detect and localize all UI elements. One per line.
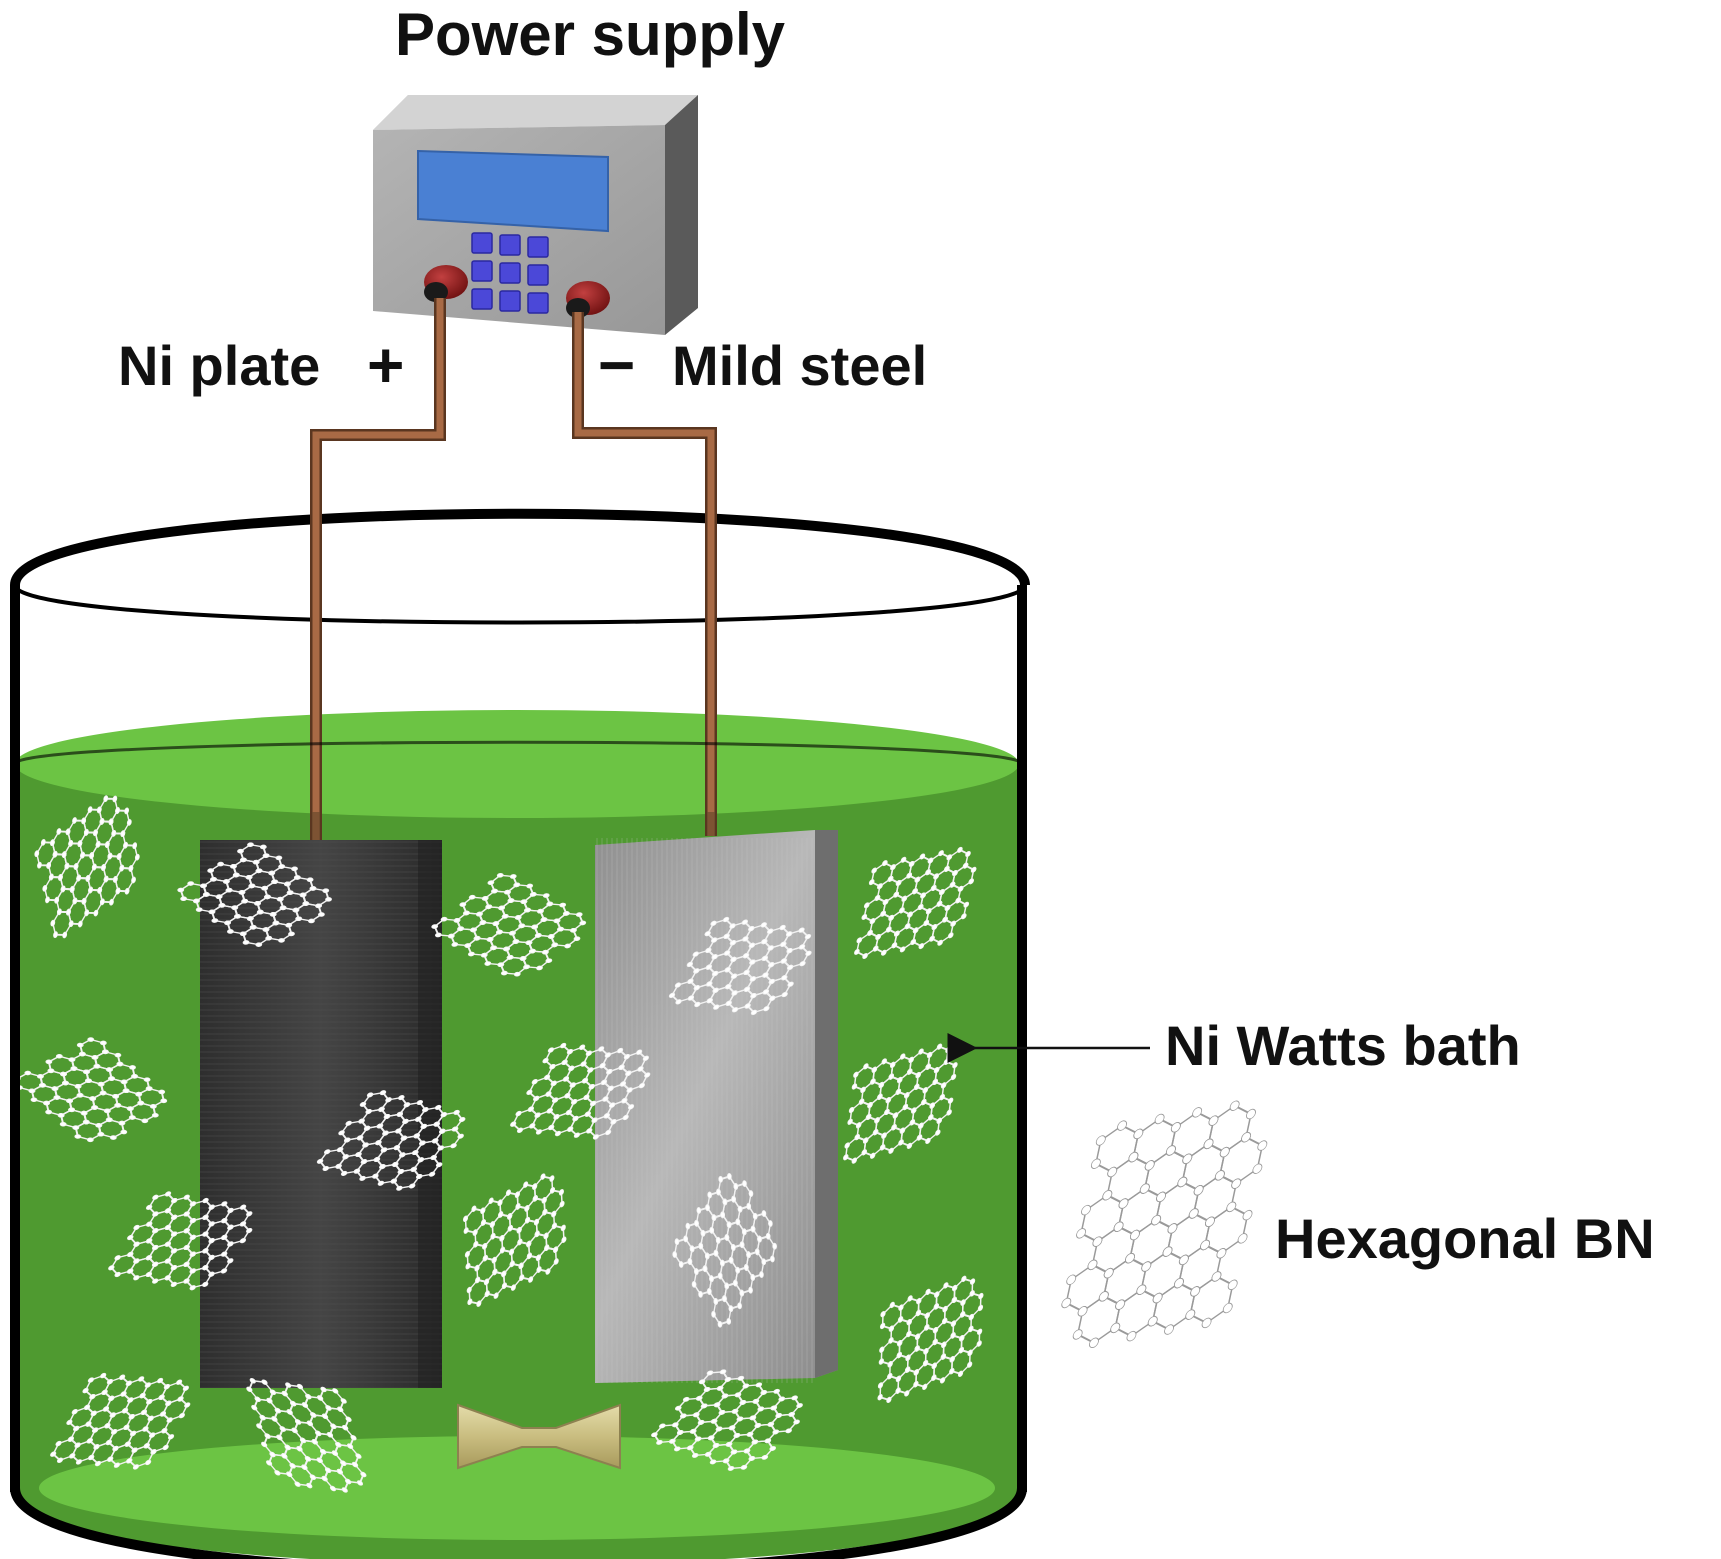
bath-label: Ni Watts bath xyxy=(1165,1014,1521,1077)
hbn-flake xyxy=(672,1173,777,1328)
anode-ni-plate xyxy=(200,840,442,1388)
power-supply-label: Power supply xyxy=(395,1,786,68)
cathode-label: Mild steel xyxy=(672,334,927,397)
hbn-flake xyxy=(843,1043,958,1164)
hbn-flake xyxy=(651,1369,803,1471)
beaker-rim-back xyxy=(10,508,1030,587)
hbn-flake xyxy=(316,1090,466,1191)
hbn-flakes xyxy=(13,795,984,1493)
hbn-flake xyxy=(431,872,587,977)
beaker-rim-front xyxy=(13,584,1027,625)
hbn-flake xyxy=(510,1042,651,1140)
cathode-sign: − xyxy=(598,329,635,401)
anode-sign: + xyxy=(367,329,404,401)
beaker-bottom xyxy=(10,1487,1027,1559)
hbn-flake xyxy=(34,795,140,939)
power-supply-icon xyxy=(373,95,698,335)
hbn-flake xyxy=(462,1173,567,1307)
hexagonal-bn-flake-icon xyxy=(1061,1100,1268,1349)
anode-label: Ni plate xyxy=(118,334,320,397)
wire-anode xyxy=(310,298,446,845)
hbn-flake xyxy=(668,916,812,1016)
keypad-icon xyxy=(471,232,549,314)
magnetic-stirrer-icon xyxy=(457,1403,621,1470)
hbn-flake xyxy=(50,1372,191,1470)
hbn-flake xyxy=(1061,1100,1268,1349)
particle-label: Hexagonal BN xyxy=(1275,1207,1655,1270)
hbn-flake xyxy=(854,846,977,960)
hbn-flake xyxy=(246,1378,367,1493)
wire-cathode xyxy=(572,312,717,836)
positive-terminal xyxy=(424,265,468,302)
hbn-flake xyxy=(108,1191,253,1291)
hbn-flake xyxy=(177,842,332,947)
display-screen xyxy=(417,149,609,233)
hbn-flake xyxy=(877,1275,984,1404)
hbn-flake xyxy=(13,1037,168,1143)
